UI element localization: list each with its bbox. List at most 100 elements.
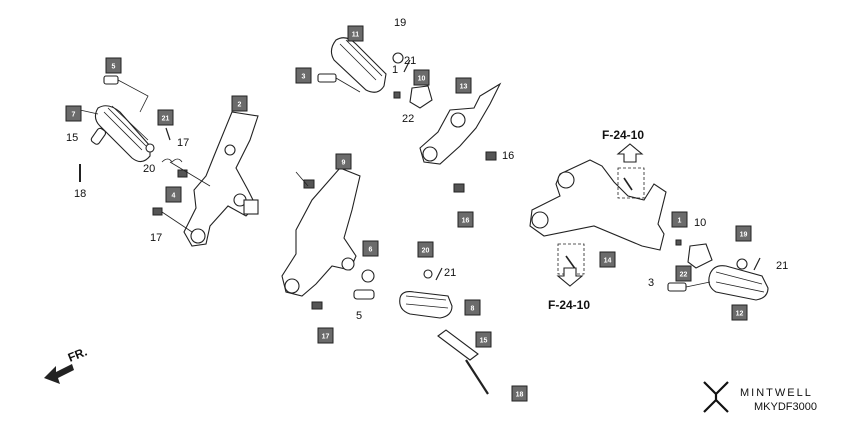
callout-number: 15 [66,132,78,144]
callout-tag-box [675,265,692,282]
center-pin-5 [353,289,375,300]
right-bolt-3 [667,282,687,292]
center-step-bracket [281,167,361,297]
center-footpeg [399,291,453,319]
callout-number: 19 [394,17,406,29]
left-step-bracket [183,111,259,247]
ref-box-top [617,167,645,199]
callout-number: 20 [143,163,155,175]
callout-tag-label: 9 [342,160,346,167]
right-cotter [753,257,761,271]
ref-arrow-up [616,143,644,163]
callout-tag-box [511,385,528,402]
callout-tag-box [731,304,748,321]
callout-tag-box [295,67,312,84]
bracket-hole [422,146,438,162]
callout-tag-label: 1 [678,218,682,225]
callout-tag-label: 21 [162,116,170,123]
left-pin-15 [90,127,107,145]
upper-cotter [403,59,411,73]
leader-line [295,171,309,187]
callout-tag-box [362,240,379,257]
center-spring [361,269,375,283]
footpeg-grip [339,39,383,81]
callout-tag-box [455,77,472,94]
callout-tag-label: 13 [460,84,468,91]
ref-bolt-top [623,177,633,191]
bolt-17 [311,301,323,310]
callout-tag-label: 10 [418,76,426,83]
callout-tag-label: 8 [471,306,475,313]
bracket-hole [531,211,549,229]
callout-tag-box [347,25,364,42]
callout-number: 17 [177,137,189,149]
callout-tag-box [457,211,474,228]
callout-number: 3 [648,277,654,289]
ref-box-bottom [557,243,585,275]
reference-label-bottom: F-24-10 [548,298,590,312]
callout-tag-box [464,299,481,316]
callout-tag-label: 14 [604,258,612,265]
callout-tag-box [165,186,182,203]
upper-footpeg [330,37,387,93]
callout-tag-box [671,211,688,228]
callout-tag-label: 4 [172,193,176,200]
footpeg-grip [715,271,765,293]
upper-plate-10 [409,85,433,109]
bracket-hole [341,257,355,271]
bracket-hole [190,228,206,244]
callout-tag-box [599,251,616,268]
center-pin-15 [437,329,479,361]
front-arrow-icon [44,364,74,384]
center-cotter [435,267,443,281]
bolt-16 [485,151,497,161]
bracket-hole [224,144,236,156]
callout-tag-label: 18 [516,392,524,399]
callout-number: 17 [150,232,162,244]
callout-tag-box [735,225,752,242]
right-plate-10 [687,243,713,269]
bolt-16 [453,183,465,193]
right-pin-1 [675,239,682,246]
footpeg-grip [103,105,149,151]
leader-line [117,79,149,113]
callout-number: 21 [776,260,788,272]
callout-tag-label: 16 [462,218,470,225]
callout-tag-box [475,331,492,348]
bracket-pivot [243,199,259,215]
left-bolt-17 [152,207,163,216]
callout-tag-label: 2 [238,102,242,109]
callout-number: 16 [502,150,514,162]
callout-tag-box [413,69,430,86]
bracket-hole [450,112,466,128]
leader-line [79,109,99,115]
callout-tag-label: 22 [680,272,688,279]
callout-tag-box [417,241,434,258]
callout-tag-box [335,153,352,170]
center-washer [423,269,433,279]
callout-tag-label: 11 [352,32,360,39]
left-pin [103,75,119,85]
left-bolt-17 [177,169,188,178]
left-spring [161,158,183,163]
diagram-code: MKYDF3000 [754,401,817,413]
callout-tag-box [317,327,334,344]
left-footpeg [94,105,151,163]
callout-tag-label: 6 [369,247,373,254]
callout-tag-box [105,57,122,74]
callout-tag-box [157,109,174,126]
callout-tag-label: 7 [72,112,76,119]
brand-logo-icon [703,381,729,413]
reference-label-top: F-24-10 [602,128,644,142]
callout-number: 21 [444,267,456,279]
callout-tag-label: 3 [302,74,306,81]
front-direction-label: FR. [66,345,89,365]
callout-tag-label: 17 [322,334,330,341]
ref-arrow-down [556,267,584,287]
upper-bolt-3 [317,73,337,83]
callout-tag-box [231,95,248,112]
callout-tag-label: 15 [480,338,488,345]
leader-line [161,161,211,233]
